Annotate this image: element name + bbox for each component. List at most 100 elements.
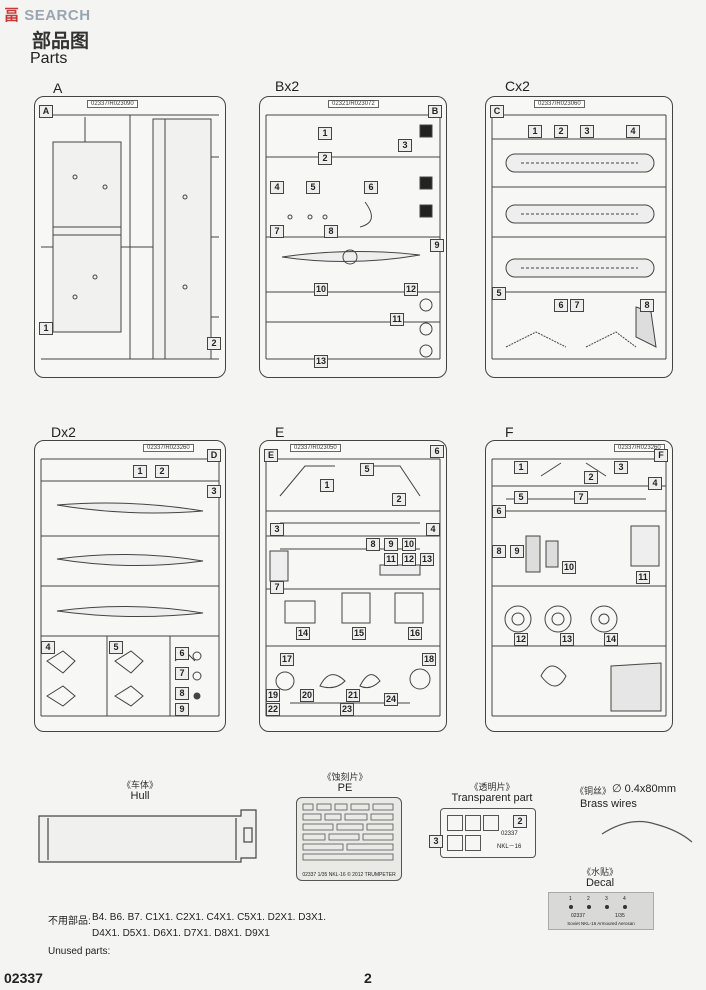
- sprue-tag-c: C: [490, 105, 504, 118]
- part-number-c5: 5: [492, 287, 506, 300]
- part-number-f4: 4: [648, 477, 662, 490]
- part-number-e24: 24: [384, 693, 398, 706]
- decal-marking: [605, 905, 609, 909]
- sprue-label-b: Bx2: [275, 78, 300, 94]
- transparent-label-en: Transparent part: [451, 792, 533, 804]
- decal-number: 2: [587, 896, 590, 902]
- part-number-e18: 18: [422, 653, 436, 666]
- hull-drawing: [38, 809, 257, 863]
- sprue-b-drawing: [265, 114, 441, 360]
- sprue-code-f: 02337/R023260: [614, 444, 665, 452]
- part-number-d1: 1: [133, 465, 147, 478]
- decal-marking: [587, 905, 591, 909]
- decal-sheet: 1 2 3 4 02337 1/35 Soviet NKL-16 Armoure…: [548, 892, 654, 930]
- part-number-b7: 7: [270, 225, 284, 238]
- part-number-e12: 12: [402, 553, 416, 566]
- decal-scale: 1/35: [615, 913, 625, 919]
- unused-parts-cn-label: 不用部品:: [48, 916, 91, 927]
- decal-label-en: Decal: [585, 877, 615, 889]
- page-title-en: Parts: [30, 50, 68, 67]
- sprue-frame-e: 02337/R023050 E 1 2 3 4 5 6 7 8 9 10 11 …: [259, 440, 447, 732]
- part-number-e10: 10: [402, 538, 416, 551]
- part-number-d7: 7: [175, 667, 189, 680]
- sprue-code-d: 02337/R023260: [143, 444, 194, 452]
- part-number-e17: 17: [280, 653, 294, 666]
- part-number-e2: 2: [392, 493, 406, 506]
- part-number-e23: 23: [340, 703, 354, 716]
- part-number-f14: 14: [604, 633, 618, 646]
- part-number-a2: 2: [207, 337, 221, 350]
- sprue-tag-f: F: [654, 449, 668, 462]
- part-number-f10: 10: [562, 561, 576, 574]
- sprue-tag-e: E: [264, 449, 278, 462]
- pe-fret: 02337 1/35 NKL-16 © 2012 TRUMPETER: [296, 797, 402, 881]
- decal-marking: [569, 905, 573, 909]
- part-number-e4: 4: [426, 523, 440, 536]
- sprue-label-c: Cx2: [505, 78, 530, 94]
- part-number-c4: 4: [626, 125, 640, 138]
- part-number-f6: 6: [492, 505, 506, 518]
- part-number-c7: 7: [570, 299, 584, 312]
- part-number-d6: 6: [175, 647, 189, 660]
- clear-window-part: [465, 815, 481, 831]
- part-number-f9: 9: [510, 545, 524, 558]
- footer-model-code: 02337: [4, 970, 43, 986]
- part-number-e15: 15: [352, 627, 366, 640]
- unused-parts-en-label: Unused parts:: [48, 946, 111, 957]
- part-number-b4: 4: [270, 181, 284, 194]
- part-number-b11: 11: [390, 313, 404, 326]
- decal-code: 02337: [571, 913, 585, 919]
- part-number-f11: 11: [636, 571, 650, 584]
- part-number-b8: 8: [324, 225, 338, 238]
- part-number-f8: 8: [492, 545, 506, 558]
- part-number-b12: 12: [404, 283, 418, 296]
- part-number-e7: 7: [270, 581, 284, 594]
- part-number-e21: 21: [346, 689, 360, 702]
- sprue-code-c: 02337/R023060: [534, 100, 585, 108]
- sprue-code-e: 02337/R023050: [290, 444, 341, 452]
- part-number-d8: 8: [175, 687, 189, 700]
- sprue-frame-c: 02337/R023060 C 1 2 3 4 5 6 7 8: [485, 96, 673, 378]
- sprue-tag-d: D: [207, 449, 221, 462]
- part-number-c3: 3: [580, 125, 594, 138]
- brass-wire-drawing: [601, 821, 693, 843]
- part-number-e16: 16: [408, 627, 422, 640]
- decal-marking: [623, 905, 627, 909]
- part-number-f5: 5: [514, 491, 528, 504]
- part-number-b5: 5: [306, 181, 320, 194]
- part-number-f13: 13: [560, 633, 574, 646]
- part-number-b3: 3: [398, 139, 412, 152]
- sprue-c-drawing: [491, 114, 667, 360]
- sprue-tag-a: A: [39, 105, 53, 118]
- sprue-frame-f: 02337/R023260 F 1 2 3 4 5 6 7 8 9 10 11 …: [485, 440, 673, 732]
- transparent-code: 02337: [501, 831, 518, 837]
- part-number-b2: 2: [318, 152, 332, 165]
- hull-label-cn: 《车体》: [121, 780, 158, 790]
- transparent-label-cn: 《透明片》: [469, 782, 515, 792]
- decal-caption: Soviet NKL-16 Armoured Aerosan: [567, 921, 635, 926]
- part-number-b13: 13: [314, 355, 328, 368]
- part-number-e6: 6: [430, 445, 444, 458]
- part-number-c1: 1: [528, 125, 542, 138]
- sprue-a-drawing: [41, 114, 219, 360]
- pe-label-cn: 《蚀刻片》: [322, 772, 368, 782]
- sprue-code-a: 02337/R023090: [87, 100, 138, 108]
- sprue-frame-d: 02337/R023260 D 1 2 3 4 5 6 7 8 9: [34, 440, 226, 732]
- part-number-e22: 22: [266, 703, 280, 716]
- transparent-model: NKL－16: [497, 844, 522, 850]
- part-number-f7: 7: [574, 491, 588, 504]
- sprue-label-a: A: [53, 80, 63, 96]
- hull-label-en: Hull: [130, 790, 150, 802]
- sprue-frame-b: 02321/R023072 B 1 2 3 4 5 6 7 8 9 10 11 …: [259, 96, 447, 378]
- part-number-c2: 2: [554, 125, 568, 138]
- decal-label-cn: 《水贴》: [581, 867, 618, 877]
- page-number: 2: [364, 970, 372, 986]
- part-number-f12: 12: [514, 633, 528, 646]
- brass-spec: ∅ 0.4x80mm: [612, 783, 676, 795]
- sprue-label-d: Dx2: [51, 424, 76, 440]
- part-number-e14: 14: [296, 627, 310, 640]
- pe-fret-parts: [302, 803, 394, 861]
- sprue-label-f: F: [505, 424, 514, 440]
- watermark-brand: SEARCH: [24, 7, 91, 24]
- page-title-cn: 部品图: [32, 31, 90, 52]
